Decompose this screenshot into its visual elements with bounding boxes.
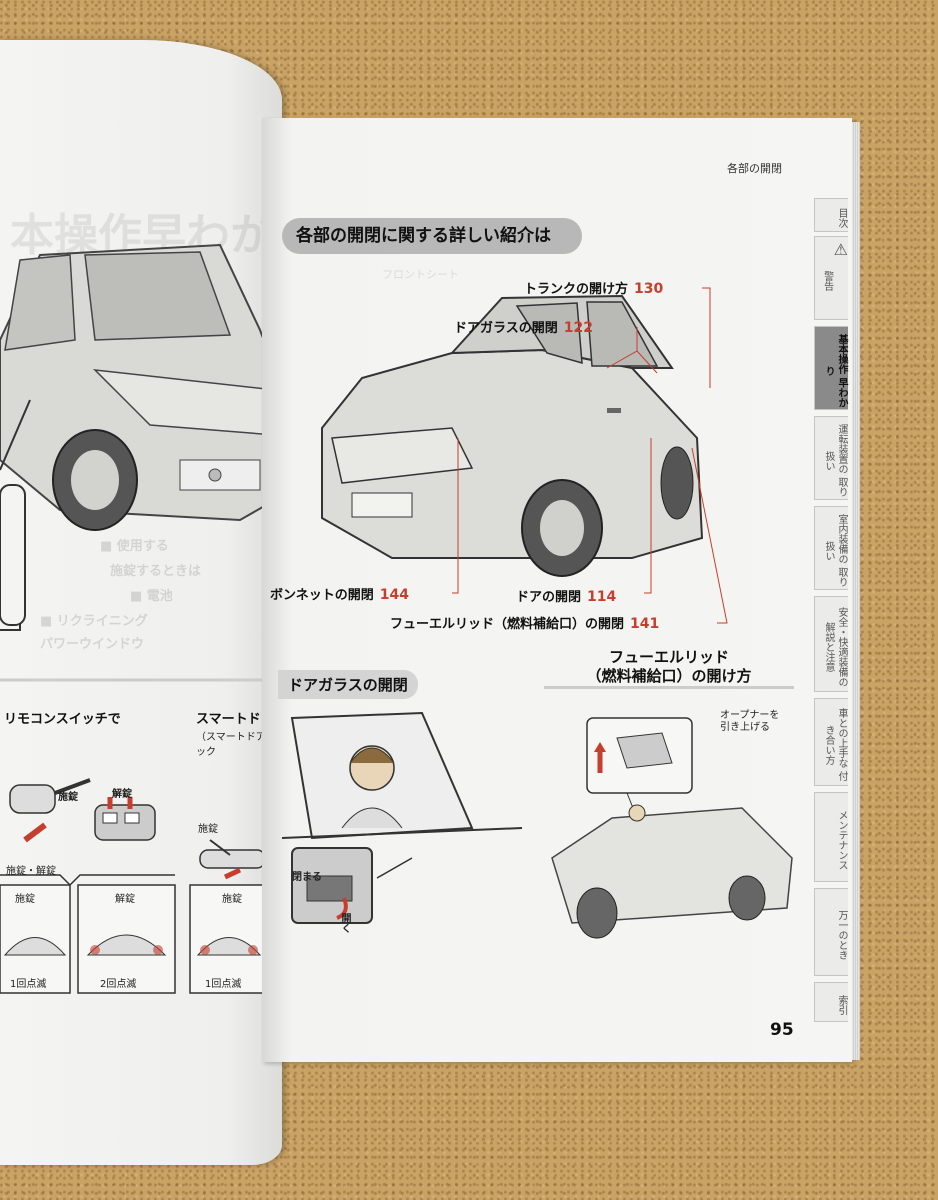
svg-text:■ 使用する: ■ 使用する: [100, 538, 169, 554]
callout-bonnet-page[interactable]: 144: [379, 587, 409, 603]
tab-warning-label: 警告: [821, 271, 833, 291]
smart-door-subheading: （スマートドアロック: [196, 732, 276, 758]
smart-lock-label: 施錠: [198, 824, 218, 835]
remote-switch-heading: リモコンスイッチで: [4, 712, 121, 727]
callout-fuel-lid-page[interactable]: 141: [630, 616, 660, 632]
blink-once-label-2: 1回点滅: [205, 979, 242, 990]
callout-door-glass: ドアガラスの開閉 122: [454, 317, 593, 336]
blink-once-label: 1回点滅: [10, 979, 47, 990]
smart-door-heading: スマートドア: [196, 712, 274, 727]
svg-text:■ リクライニング: ■ リクライニング: [40, 613, 148, 629]
fuel-lid-heading: フューエルリッド （燃料補給口）の開け方: [544, 648, 794, 689]
svg-text:フロントシート: フロントシート: [382, 268, 459, 281]
remote-key-illustration: [0, 778, 269, 994]
callout-door-page[interactable]: 114: [587, 589, 617, 605]
svg-text:パワーウインドウ: パワーウインドウ: [40, 637, 144, 652]
callout-trunk-page[interactable]: 130: [634, 281, 664, 297]
tab-index[interactable]: 索引: [814, 982, 848, 1022]
switch-close-label: 閉まる: [292, 872, 322, 883]
unlock-label: 解錠: [112, 789, 132, 800]
tab-interior-equipment[interactable]: 室内装備の 取り扱い: [814, 506, 848, 590]
fuel-lid-illustration: [551, 717, 793, 939]
callout-bonnet-label: ボンネットの開閉: [270, 588, 374, 603]
tab-driving-equipment[interactable]: 運転装置の 取り扱い: [814, 416, 848, 500]
callout-fuel-lid-label: フューエルリッド（燃料補給口）の開閉: [390, 617, 625, 632]
fuel-lid-heading-line2: （燃料補給口）の開け方: [586, 667, 752, 685]
page-edge: [852, 122, 860, 1060]
switch-open-label: 開く: [339, 913, 350, 933]
callout-door-glass-page[interactable]: 122: [563, 320, 593, 336]
tab-car-care[interactable]: 車との上手な 付き合い方: [814, 698, 848, 786]
fuel-lid-heading-line1: フューエルリッド: [608, 648, 729, 666]
panel-lock-label-2: 施錠: [222, 894, 242, 905]
running-head: 各部の開閉: [727, 162, 782, 175]
callout-leader-lines: [452, 287, 728, 624]
tab-contents[interactable]: 目次: [814, 198, 848, 232]
callout-trunk-label: トランクの開け方: [524, 282, 629, 297]
opener-note-line1: オープナーを: [720, 710, 780, 721]
tab-emergency[interactable]: 万一のとき: [814, 888, 848, 976]
tab-warning[interactable]: ⚠ 警告: [814, 236, 848, 320]
tab-maintenance[interactable]: メンテナンス: [814, 792, 848, 882]
svg-text:施錠するときは: 施錠するときは: [110, 563, 201, 579]
opener-note-line2: 引き上げる: [720, 722, 770, 733]
lock-unlock-label: 施錠・解錠: [6, 866, 56, 877]
callout-trunk: トランクの開け方 130: [524, 278, 663, 297]
callout-door-label: ドアの開閉: [516, 590, 582, 605]
sedan-illustration: フロントシート: [321, 268, 704, 577]
page-number: 95: [770, 1020, 794, 1040]
panel-unlock-label: 解錠: [115, 894, 135, 905]
callout-bonnet: ボンネットの開閉 144: [270, 584, 409, 603]
section-title: 各部の開閉に関する詳しい紹介は: [282, 218, 582, 254]
warning-icon: ⚠: [833, 240, 848, 259]
opener-note: オープナーを 引き上げる: [720, 710, 779, 734]
tab-safety-comfort[interactable]: 安全・快適装備の解説と注意: [814, 596, 848, 692]
callout-door: ドアの開閉 114: [516, 586, 616, 605]
lock-label: 施錠: [58, 792, 78, 803]
callout-fuel-lid: フューエルリッド（燃料補給口）の開閉 141: [390, 613, 659, 632]
panel-lock-label: 施錠: [15, 894, 35, 905]
left-page: 本操作早わか ■ 使用する 施錠するときは ■ 電池 ■ リクライニング パワー…: [0, 40, 282, 1165]
door-glass-heading: ドアガラスの開閉: [278, 670, 418, 699]
callout-door-glass-label: ドアガラスの開閉: [454, 321, 558, 336]
right-page: 各部の開閉 各部の開閉に関する詳しい紹介は フロントシート トランクの開け方 13…: [262, 118, 852, 1062]
svg-text:■ 電池: ■ 電池: [130, 588, 173, 604]
blink-twice-label: 2回点滅: [100, 979, 137, 990]
door-glass-illustration: [282, 711, 523, 924]
tab-basic-operation[interactable]: 基本操作 早わかり: [814, 326, 848, 410]
